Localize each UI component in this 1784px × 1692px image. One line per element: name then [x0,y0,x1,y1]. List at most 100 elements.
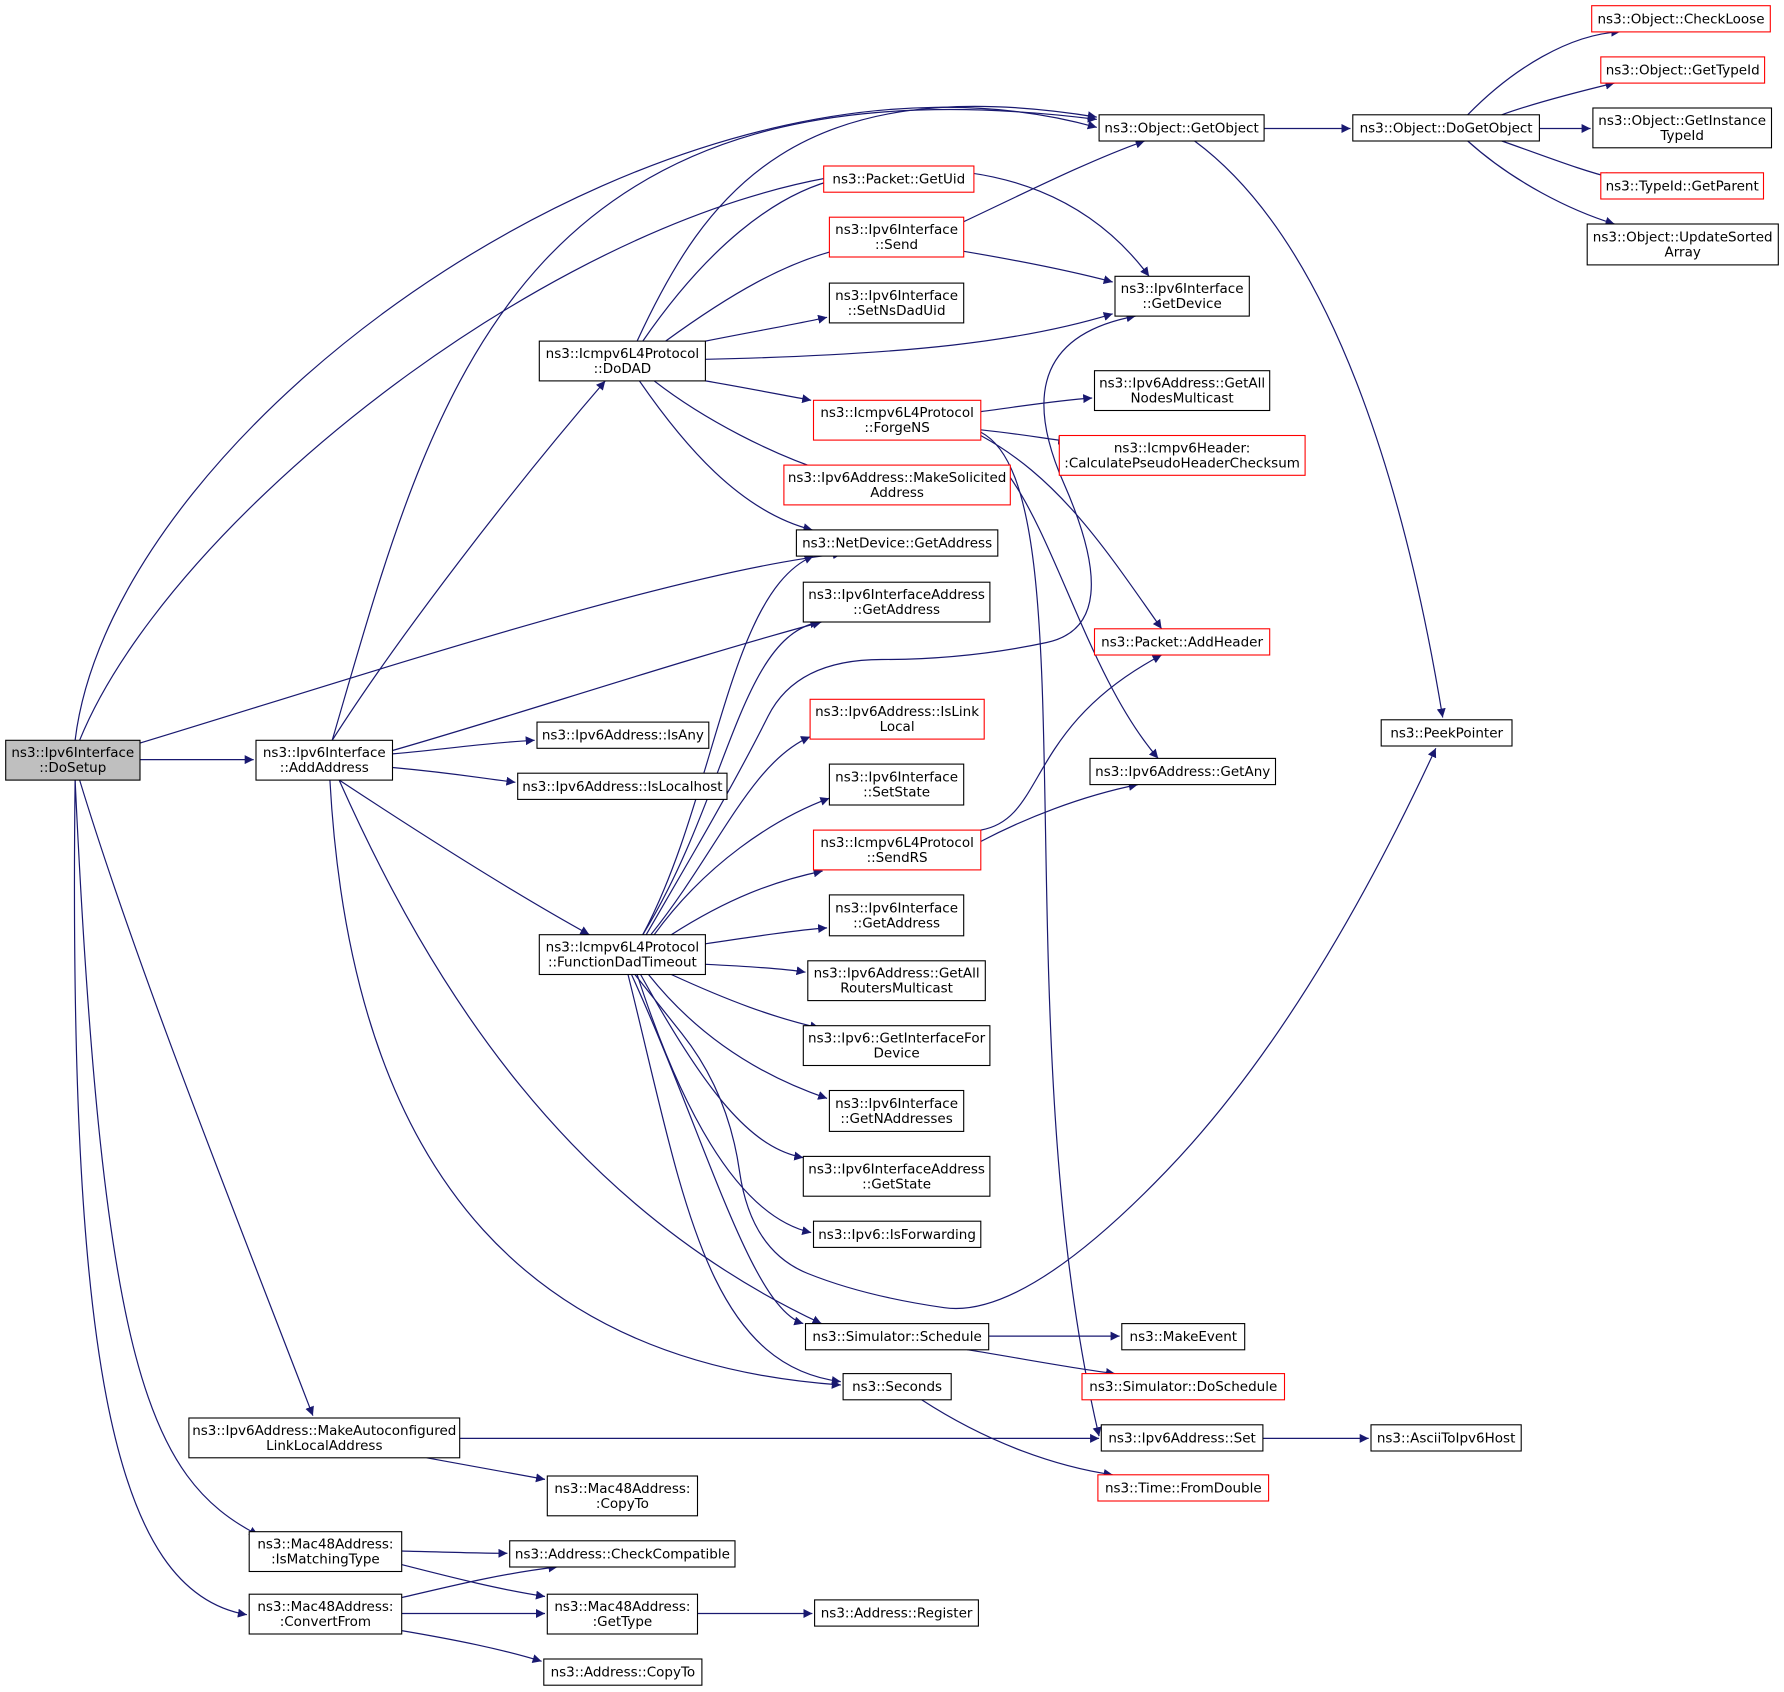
node-label-line: ns3::Packet::GetUid [832,172,965,188]
edge-path [648,974,828,1100]
node-addheader[interactable]: ns3::Packet::AddHeader [1093,628,1271,656]
node-ifagetstate[interactable]: ns3::Ipv6InterfaceAddress::GetState [802,1155,991,1197]
node-box [828,282,965,324]
node-box [517,772,728,800]
node-forgens[interactable]: ns3::Icmpv6L4Protocol::ForgeNS [812,399,982,441]
node-peekptr[interactable]: ns3::PeekPointer [1380,719,1513,747]
node-label-line: :CalculatePseudoHeaderChecksum [1064,455,1300,471]
node-label-line: ns3::Mac48Address: [554,1481,690,1497]
node-label-line: ::ForgeNS [864,420,930,436]
node-ifgetdev[interactable]: ns3::Ipv6Interface::GetDevice [1114,275,1250,317]
node-label-line: ns3::Ipv6::IsForwarding [818,1227,976,1243]
node-addrcopyto[interactable]: ns3::Address::CopyTo [543,1658,703,1686]
node-label-line: Array [1665,245,1701,261]
node-ndgetaddr[interactable]: ns3::NetDevice::GetAddress [795,529,999,557]
node-seconds[interactable]: ns3::Seconds [842,1373,952,1401]
edge-path [134,550,842,746]
node-dosetup: ns3::Ipv6Interface::DoSetup [5,739,141,781]
edge-addaddress-to-fdt [338,779,590,936]
node-getobject[interactable]: ns3::Object::GetObject [1098,114,1265,142]
node-label-line: LinkLocalAddress [266,1438,382,1454]
node-dogetobject[interactable]: ns3::Object::DoGetObject [1352,114,1540,142]
edge-path [705,314,828,342]
edge-path [980,434,1163,630]
node-gettypeid[interactable]: ns3::Object::GetTypeId [1600,56,1766,84]
edge-fdt-to-setstate [653,797,830,936]
node-label-line: ns3::Ipv6Interface [1121,281,1244,297]
node-addaddress[interactable]: ns3::Ipv6Interface::AddAddress [255,739,394,781]
node-isfwd[interactable]: ns3::Ipv6::IsForwarding [812,1220,982,1248]
node-islocalhost[interactable]: ns3::Ipv6Address::IsLocalhost [517,772,728,800]
edge-path [338,779,822,1325]
node-box [1098,114,1265,142]
node-addrset[interactable]: ns3::Ipv6Address::Set [1100,1424,1264,1452]
edge-path [426,1457,546,1483]
node-pseudocs[interactable]: ns3::Icmpv6Header::CalculatePseudoHeader… [1058,434,1306,476]
node-label-line: ns3::Icmpv6L4Protocol [546,940,700,956]
node-box [1100,1424,1264,1452]
node-copyto48[interactable]: ns3::Mac48Address::CopyTo [546,1475,699,1517]
node-checkloose[interactable]: ns3::Object::CheckLoose [1591,5,1771,33]
node-makeevent[interactable]: ns3::MakeEvent [1121,1323,1246,1351]
node-convfrom[interactable]: ns3::Mac48Address::ConvertFrom [248,1593,403,1635]
edge-path [74,779,259,1536]
edge-forgens-to-pseudocs [980,429,1068,445]
edge-getobject-to-peekptr [1194,140,1446,718]
node-makeauto[interactable]: ns3::Ipv6Address::MakeAutoconfiguredLink… [188,1417,461,1459]
node-label-line: ns3::Object::GetObject [1104,120,1258,136]
node-dodad[interactable]: ns3::Icmpv6L4Protocol::DoDAD [538,340,706,382]
node-sendrs[interactable]: ns3::Icmpv6L4Protocol::SendRS [812,829,982,871]
node-setnsdad[interactable]: ns3::Ipv6Interface::SetNsDadUid [828,282,965,324]
edge-path [1501,80,1615,116]
node-box [1097,1474,1270,1502]
node-ascii[interactable]: ns3::AsciiToIpv6Host [1370,1424,1522,1452]
edge-fdt-to-ifgetaddr [705,924,828,945]
node-box [802,1025,991,1067]
edge-path [671,973,820,1031]
edge-addaddress-to-isany [392,736,535,755]
edge-fdt-to-ndgetaddr [642,555,814,935]
node-getnaddr[interactable]: ns3::Ipv6Interface::GetNAddresses [828,1089,965,1132]
node-pktuid[interactable]: ns3::Packet::GetUid [823,165,975,193]
node-label-line: ns3::Address::Register [821,1606,973,1622]
node-fdt[interactable]: ns3::Icmpv6L4Protocol::FunctionDadTimeou… [538,934,706,976]
node-checkcompat[interactable]: ns3::Address::CheckCompatible [509,1540,736,1568]
edge-path [980,654,1162,831]
node-getany[interactable]: ns3::Ipv6Address::GetAny [1089,757,1277,786]
node-register[interactable]: ns3::Address::Register [814,1599,979,1627]
node-box [1591,5,1771,33]
node-gettype[interactable]: ns3::Mac48Address::GetType [546,1593,699,1635]
node-box [546,1475,699,1517]
node-schedule[interactable]: ns3::Simulator::Schedule [804,1323,990,1351]
node-label-line: ns3::Simulator::Schedule [812,1329,981,1345]
node-label-line: :IsMatchingType [271,1552,380,1568]
node-getparent[interactable]: ns3::TypeId::GetParent [1600,172,1765,200]
node-layer: ns3::Ipv6Interface::DoSetupns3::Ipv6Inte… [5,5,1779,1686]
node-label-line: ns3::Object::UpdateSorted [1593,230,1773,246]
node-doschedule[interactable]: ns3::Simulator::DoSchedule [1081,1373,1286,1401]
node-box [814,1599,979,1627]
node-label-line: ns3::Seconds [852,1379,942,1395]
node-label-line: ns3::Object::DoGetObject [1360,120,1533,136]
node-ifagetaddr[interactable]: ns3::Ipv6InterfaceAddress::GetAddress [802,581,991,623]
node-ifsend[interactable]: ns3::Ipv6Interface::Send [828,216,965,258]
node-fromdouble[interactable]: ns3::Time::FromDouble [1097,1474,1270,1502]
node-ifgetaddr[interactable]: ns3::Ipv6Interface::GetAddress [828,894,965,937]
node-box [1586,223,1779,266]
edge-fdt-to-sendrs [670,868,823,936]
node-setstate[interactable]: ns3::Ipv6Interface::SetState [828,763,965,806]
node-label-line: ns3::Ipv6Interface [263,745,386,761]
node-label-line: :CopyTo [596,1496,649,1512]
edge-path [401,1548,508,1558]
edge-path [980,394,1093,413]
edge-path [705,963,806,976]
node-ismatch[interactable]: ns3::Mac48Address::IsMatchingType [248,1531,403,1573]
node-isany[interactable]: ns3::Ipv6Address::IsAny [536,721,710,749]
